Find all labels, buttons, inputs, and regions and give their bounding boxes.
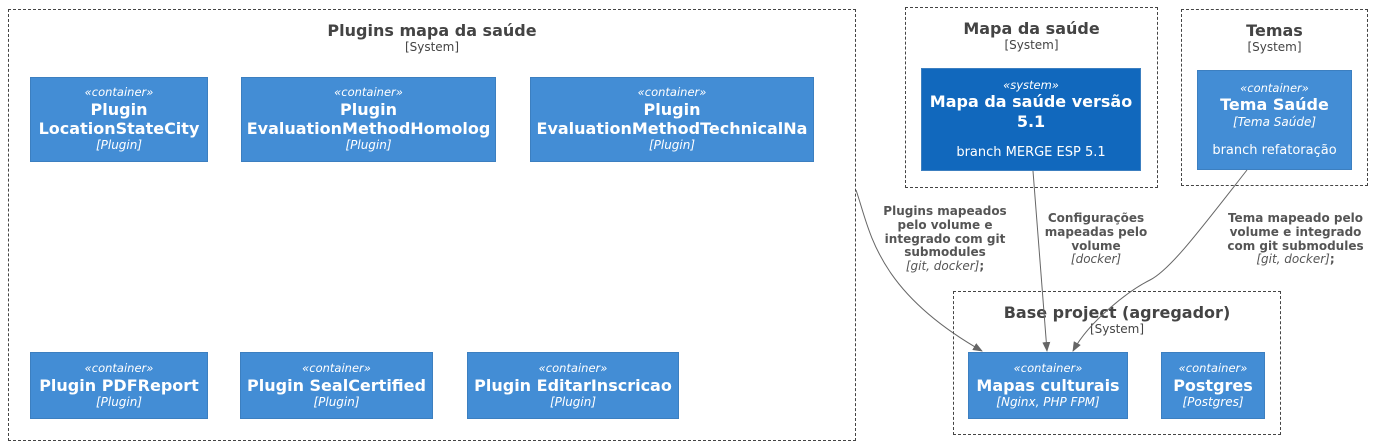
- node-title: EvaluationMethodTechnicalNa: [536, 119, 808, 139]
- node-description: branch refatoração: [1212, 142, 1337, 158]
- node-stereotype: «system»: [1003, 77, 1059, 92]
- boundary-title: Temas: [1246, 21, 1303, 40]
- node-title: Plugin EditarInscricao: [474, 375, 672, 395]
- edge-label-suffix: ;: [1329, 252, 1335, 267]
- node-title: Plugin: [643, 100, 701, 120]
- edge-label-line: Configurações: [1047, 211, 1145, 225]
- boundary-temas: Temas [System]: [1181, 9, 1368, 186]
- node-stereotype: «container»: [538, 360, 608, 375]
- boundary-base-project: Base project (agregador) [System]: [953, 291, 1281, 435]
- node-plugin-editar-inscricao[interactable]: «container» Plugin EditarInscricao [Plug…: [467, 352, 679, 419]
- boundary-subtitle: [System]: [1004, 38, 1059, 52]
- edge-tema-to-mapas-culturais: [1072, 169, 1248, 352]
- node-title: Postgres: [1173, 375, 1253, 395]
- edge-mapa51-to-mapas-culturais: [1032, 170, 1051, 352]
- edge-label-plugins: Plugins mapeados pelo volume e integrado…: [880, 204, 1010, 274]
- node-stereotype: «container»: [637, 85, 707, 100]
- node-title: LocationStateCity: [38, 119, 200, 139]
- edge-label-config: Configurações mapeadas pelo volume [dock…: [1037, 211, 1155, 267]
- node-mapa-da-saude-versao-5-1[interactable]: «system» Mapa da saúde versão 5.1 branch…: [921, 68, 1141, 171]
- node-plugin-location-state-city[interactable]: «container» Plugin LocationStateCity [Pl…: [30, 77, 208, 162]
- node-postgres[interactable]: «container» Postgres [Postgres]: [1161, 352, 1265, 419]
- node-technology: [Plugin]: [549, 394, 597, 409]
- edge-label-line: volume e integrado: [1229, 224, 1362, 239]
- boundary-subtitle: [System]: [404, 40, 460, 54]
- edge-label-technology: [docker]: [1070, 252, 1122, 267]
- node-technology: [Plugin]: [95, 138, 143, 153]
- edge-label-tema: Tema mapeado pelo volume e integrado com…: [1218, 211, 1373, 267]
- boundary-mapa-da-saude: Mapa da saúde [System]: [905, 7, 1158, 188]
- node-stereotype: «container»: [84, 85, 154, 100]
- node-stereotype: «container»: [1240, 80, 1309, 95]
- node-title: Mapa da saúde versão: [929, 92, 1133, 112]
- node-technology: [Plugin]: [345, 138, 392, 153]
- edge-label-technology: [git, docker]: [905, 259, 980, 274]
- node-title: Plugin PDFReport: [39, 375, 199, 395]
- node-title: Plugin: [340, 100, 397, 120]
- node-tema-saude[interactable]: «container» Tema Saúde [Tema Saúde] bran…: [1197, 70, 1352, 170]
- node-technology: [Plugin]: [313, 394, 360, 409]
- node-title: Plugin SealCertified: [247, 375, 426, 395]
- node-technology: [Plugin]: [648, 138, 696, 153]
- node-technology: [Nginx, PHP FPM]: [996, 394, 1100, 409]
- edge-label-line: mapeadas pelo: [1044, 224, 1148, 239]
- node-plugin-evaluation-method-homolog[interactable]: «container» Plugin EvaluationMethodHomol…: [241, 77, 496, 162]
- edge-label-line: submodules: [904, 245, 986, 260]
- boundary-subtitle: [System]: [1247, 40, 1302, 54]
- node-title: EvaluationMethodHomolog: [246, 119, 491, 139]
- node-technology: [Tema Saúde]: [1232, 114, 1317, 129]
- node-title: Tema Saúde: [1220, 95, 1329, 115]
- node-title: Plugin: [90, 100, 148, 120]
- boundary-title: Mapa da saúde: [963, 19, 1100, 38]
- edge-plugins-to-mapas-culturais: [855, 189, 983, 352]
- edge-label-line: Tema mapeado pelo: [1227, 211, 1364, 225]
- edge-label-line: integrado com git: [884, 231, 1006, 246]
- edge-label-technology: [git, docker]: [1256, 252, 1330, 267]
- boundary-plugins-mapa-da-saude: Plugins mapa da saúde [System]: [8, 9, 856, 441]
- node-plugin-seal-certified[interactable]: «container» Plugin SealCertified [Plugin…: [240, 352, 433, 419]
- edge-label-line: Plugins mapeados: [883, 204, 1007, 218]
- edge-label-suffix: ;: [979, 259, 985, 274]
- node-title: Mapas culturais: [976, 375, 1120, 395]
- boundary-subtitle: [System]: [1089, 322, 1145, 336]
- edge-label-line: com git submodules: [1227, 238, 1364, 253]
- node-technology: [Postgres]: [1182, 394, 1244, 409]
- edge-label-line: volume: [1071, 238, 1121, 253]
- node-title: 5.1: [1016, 111, 1046, 131]
- node-stereotype: «container»: [84, 360, 154, 375]
- edge-label-line: pelo volume e: [897, 217, 993, 232]
- node-technology: [Plugin]: [95, 394, 143, 409]
- boundary-title: Base project (agregador): [1003, 303, 1231, 322]
- node-stereotype: «container»: [1013, 360, 1083, 375]
- node-stereotype: «container»: [334, 85, 403, 100]
- node-description: branch MERGE ESP 5.1: [956, 144, 1106, 160]
- node-plugin-pdf-report[interactable]: «container» Plugin PDFReport [Plugin]: [30, 352, 208, 419]
- node-stereotype: «container»: [302, 360, 371, 375]
- node-plugin-evaluation-method-technical[interactable]: «container» Plugin EvaluationMethodTechn…: [530, 77, 814, 162]
- node-stereotype: «container»: [1178, 360, 1248, 375]
- boundary-title: Plugins mapa da saúde: [327, 21, 537, 40]
- node-mapas-culturais[interactable]: «container» Mapas culturais [Nginx, PHP …: [968, 352, 1128, 419]
